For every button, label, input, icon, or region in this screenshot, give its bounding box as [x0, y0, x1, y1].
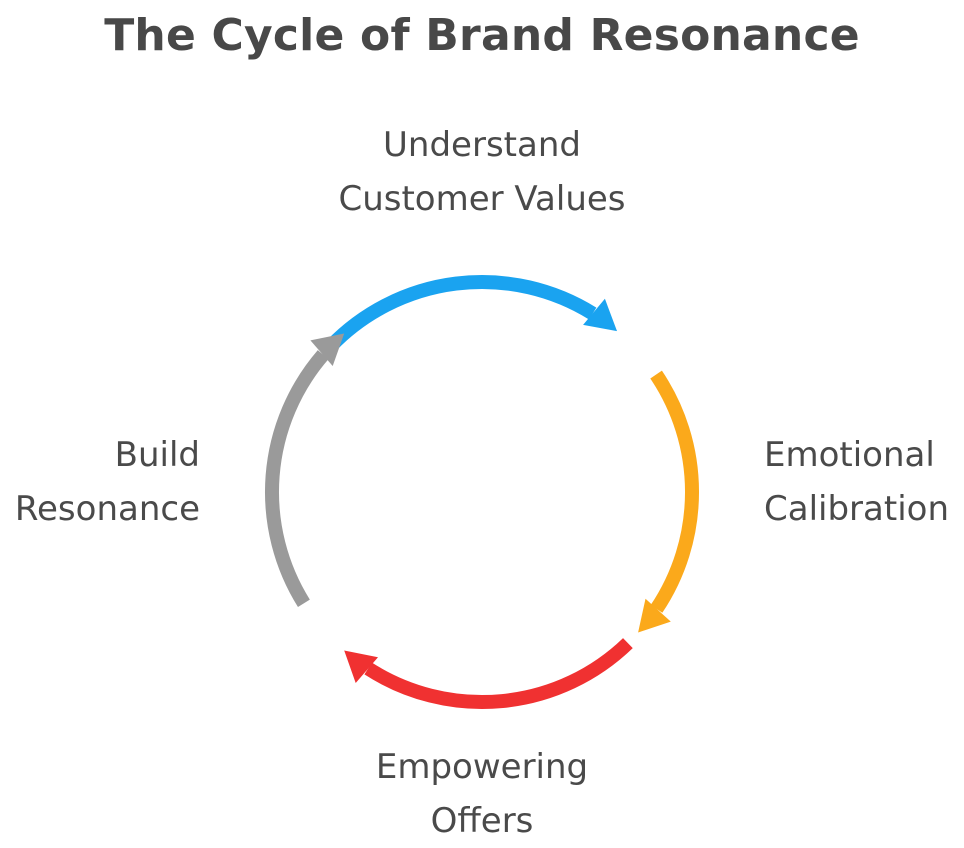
- stage-label-line1: Emotional: [764, 435, 935, 475]
- diagram-title: The Cycle of Brand Resonance: [104, 10, 860, 61]
- stage-label-understand: Understand Customer Values: [282, 118, 682, 226]
- arc-arrow-empowering: [364, 638, 633, 710]
- stage-label-line1: Understand: [383, 125, 581, 165]
- stage-label-line1: Empowering: [375, 747, 589, 787]
- arc-arrow-emotional: [650, 370, 699, 613]
- stage-label-line1: Build: [114, 435, 200, 475]
- arrowhead-empowering: [344, 650, 378, 683]
- arc-arrow-build: [264, 350, 329, 608]
- stage-label-line2: Customer Values: [338, 179, 626, 219]
- stage-label-line2: Resonance: [14, 489, 200, 529]
- arc-arrow-understand: [325, 275, 597, 351]
- arrowhead-build: [310, 333, 345, 366]
- arrowhead-emotional: [638, 598, 671, 633]
- arrowhead-understand: [583, 298, 617, 332]
- stage-label-build: Build Resonance: [0, 428, 200, 536]
- stage-label-emotional: Emotional Calibration: [764, 428, 964, 536]
- stage-label-empowering: Empowering Offers: [282, 740, 682, 848]
- stage-label-line2: Calibration: [764, 489, 949, 529]
- stage-label-line2: Offers: [430, 801, 534, 841]
